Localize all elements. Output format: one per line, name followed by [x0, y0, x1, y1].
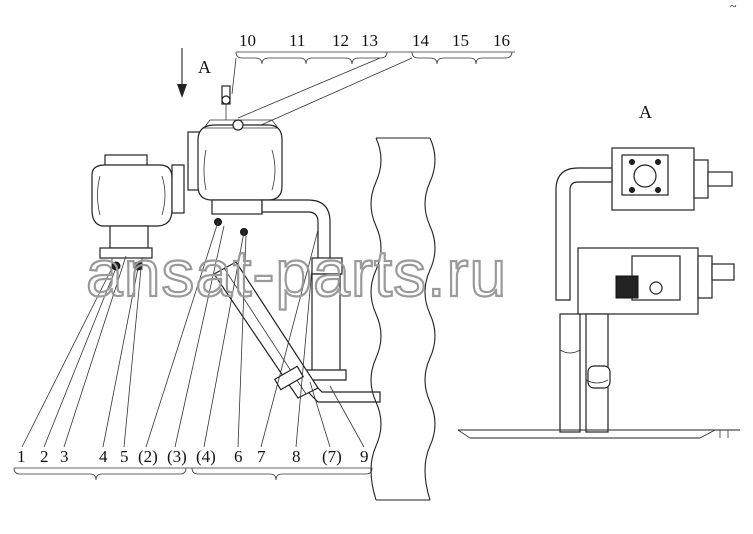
corner-mark: ~ — [730, 0, 737, 13]
callout-p2: (2) — [138, 447, 158, 466]
view-label-left: A — [198, 57, 211, 77]
callout-14: 14 — [412, 31, 430, 50]
callout-15: 15 — [452, 31, 469, 50]
bottom-callouts: 1 2 3 4 5 (2) (3) (4) 6 7 8 (7) 9 — [13, 221, 373, 481]
view-arrow — [177, 48, 187, 98]
frame-wall — [370, 137, 436, 501]
view-a-assembly — [457, 147, 740, 439]
callout-9: 9 — [360, 447, 369, 466]
callout-p7: (7) — [322, 447, 342, 466]
callout-16: 16 — [493, 31, 510, 50]
callout-7: 7 — [257, 447, 266, 466]
pipe-assembly — [213, 199, 381, 403]
view-label-right: A — [639, 102, 652, 122]
callout-13: 13 — [361, 31, 378, 50]
center-pump — [187, 85, 283, 236]
callout-11: 11 — [289, 31, 305, 50]
callout-2: 2 — [40, 447, 49, 466]
callout-3: 3 — [60, 447, 69, 466]
left-housing — [91, 154, 185, 271]
callout-1: 1 — [17, 447, 26, 466]
callout-p3: (3) — [167, 447, 187, 466]
callout-p4: (4) — [196, 447, 216, 466]
callout-8: 8 — [292, 447, 301, 466]
callout-12: 12 — [332, 31, 349, 50]
callout-4: 4 — [99, 447, 108, 466]
top-callouts: 10 11 12 13 14 15 16 — [231, 31, 515, 131]
watermark: ansat-parts.ru — [86, 236, 507, 310]
callout-6: 6 — [234, 447, 243, 466]
callout-10: 10 — [239, 31, 256, 50]
callout-5: 5 — [120, 447, 129, 466]
